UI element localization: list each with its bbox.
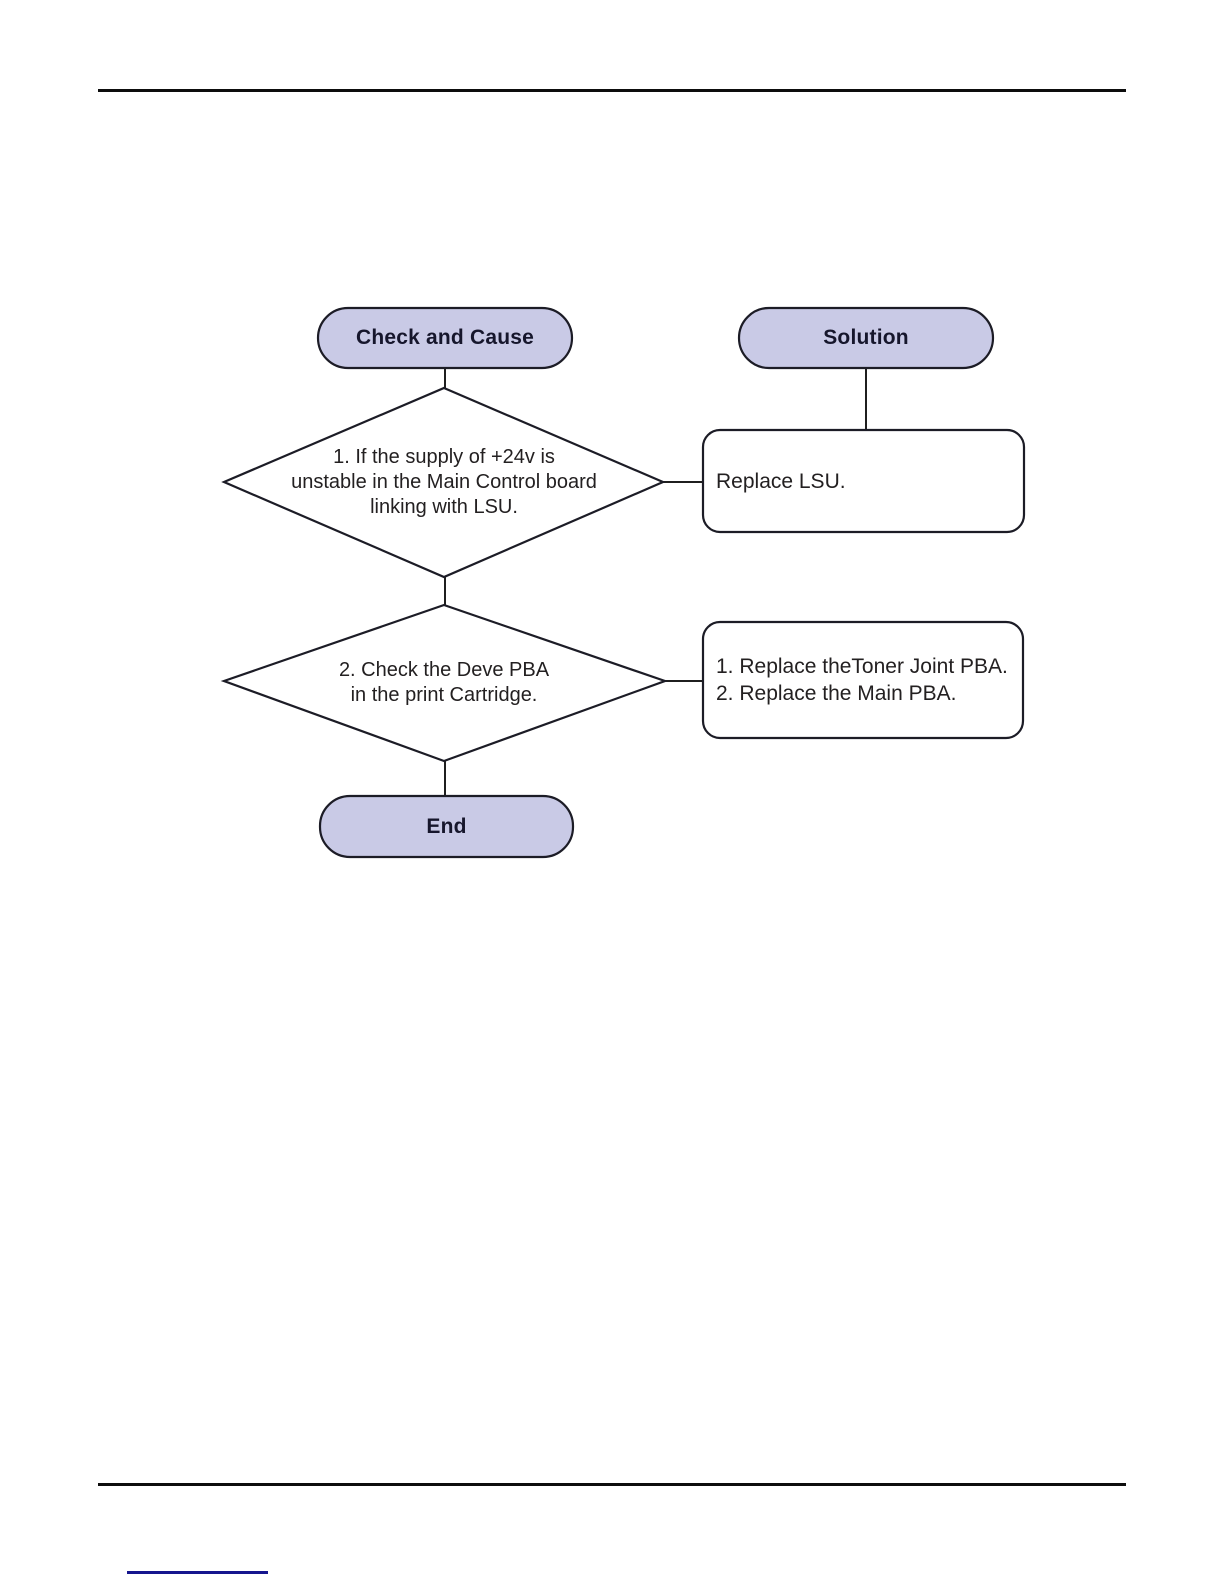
decision-2-text: 2. Check the Deve PBA in the print Cartr… [338, 659, 550, 706]
footer-rule [98, 1483, 1126, 1486]
end-terminator-shape [318, 794, 575, 859]
check-and-cause-label: Check and Cause [355, 326, 535, 349]
solution-1-text: Replace LSU. [716, 469, 846, 493]
solution-1-box-shape [701, 428, 1026, 534]
end-label: End [426, 814, 467, 838]
decision-1-text: 1. If the supply of +24v is unstable in … [291, 446, 597, 518]
decision-1-shape [221, 386, 666, 579]
header-rule [98, 89, 1126, 92]
decision-2-shape [220, 603, 669, 763]
footer-link-underline[interactable] [127, 1571, 268, 1574]
solution-terminator-shape [737, 306, 995, 370]
solution-label: Solution [823, 326, 909, 349]
solution-2-text: 1. Replace theToner Joint PBA. 2. Replac… [716, 655, 1008, 705]
solution-2-box-shape [701, 620, 1025, 740]
check-and-cause-terminator-shape [316, 306, 574, 370]
